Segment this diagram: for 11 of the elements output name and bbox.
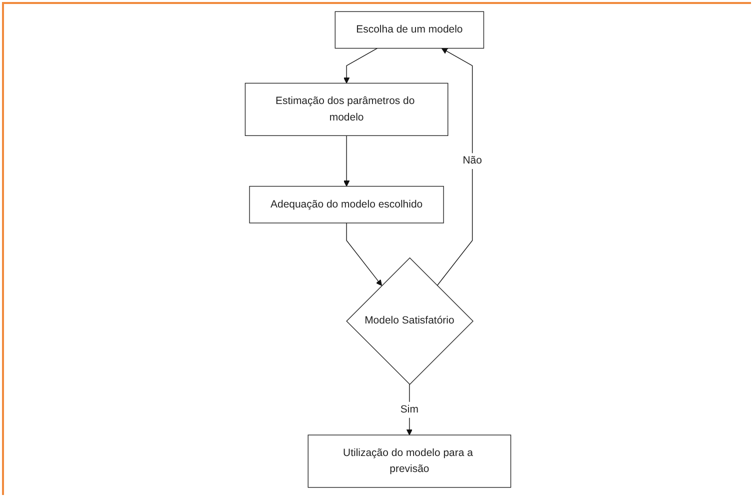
node-box: Escolha de um modelo — [334, 11, 484, 49]
edge-label: Não — [462, 154, 482, 166]
node-box: Adequação do modelo escolhido — [248, 186, 444, 224]
arrow — [346, 222, 382, 286]
arrow — [342, 48, 378, 84]
node-box: Utilização do modelo para a previsão — [307, 434, 511, 488]
edge-label: Sim — [400, 403, 418, 416]
node-box: Estimação dos parâmetros do modelo — [244, 82, 448, 136]
arrow — [436, 48, 472, 286]
arrow — [342, 135, 350, 187]
node-diamond: Modelo Satisfatório — [346, 257, 473, 385]
